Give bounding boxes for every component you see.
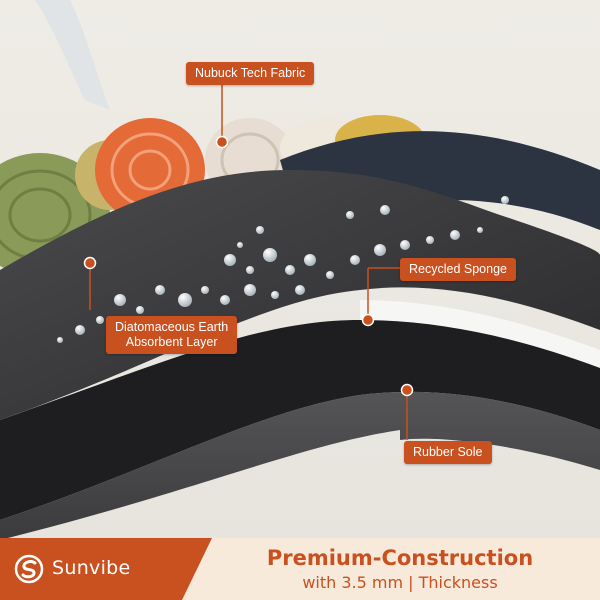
brand-name: Sunvibe [52, 557, 131, 579]
leader-lines [89, 83, 408, 440]
water-stream [35, 0, 110, 110]
subline: with 3.5 mm | Thickness [302, 573, 498, 592]
recycled-sponge-layer [360, 300, 600, 368]
callout-diatomaceous-earth: Diatomaceous Earth Absorbent Layer [106, 316, 238, 354]
water-droplets [57, 196, 509, 343]
callout-diatomaceous-line1: Diatomaceous Earth [115, 320, 229, 334]
headline: Premium-Construction [266, 546, 534, 570]
diatomaceous-earth-layer [0, 320, 600, 520]
rubber-sole-layer [0, 391, 600, 540]
callout-nubuck-fabric: Nubuck Tech Fabric [186, 62, 315, 85]
sunvibe-logo-icon [14, 554, 44, 584]
callout-diatomaceous-line2: Absorbent Layer [125, 335, 218, 349]
callout-recycled-sponge: Recycled Sponge [400, 258, 516, 281]
callout-rubber-sole: Rubber Sole [404, 441, 492, 464]
footer-banner: Sunvibe Premium-Construction with 3.5 mm… [0, 538, 600, 600]
callout-markers [83, 135, 414, 397]
